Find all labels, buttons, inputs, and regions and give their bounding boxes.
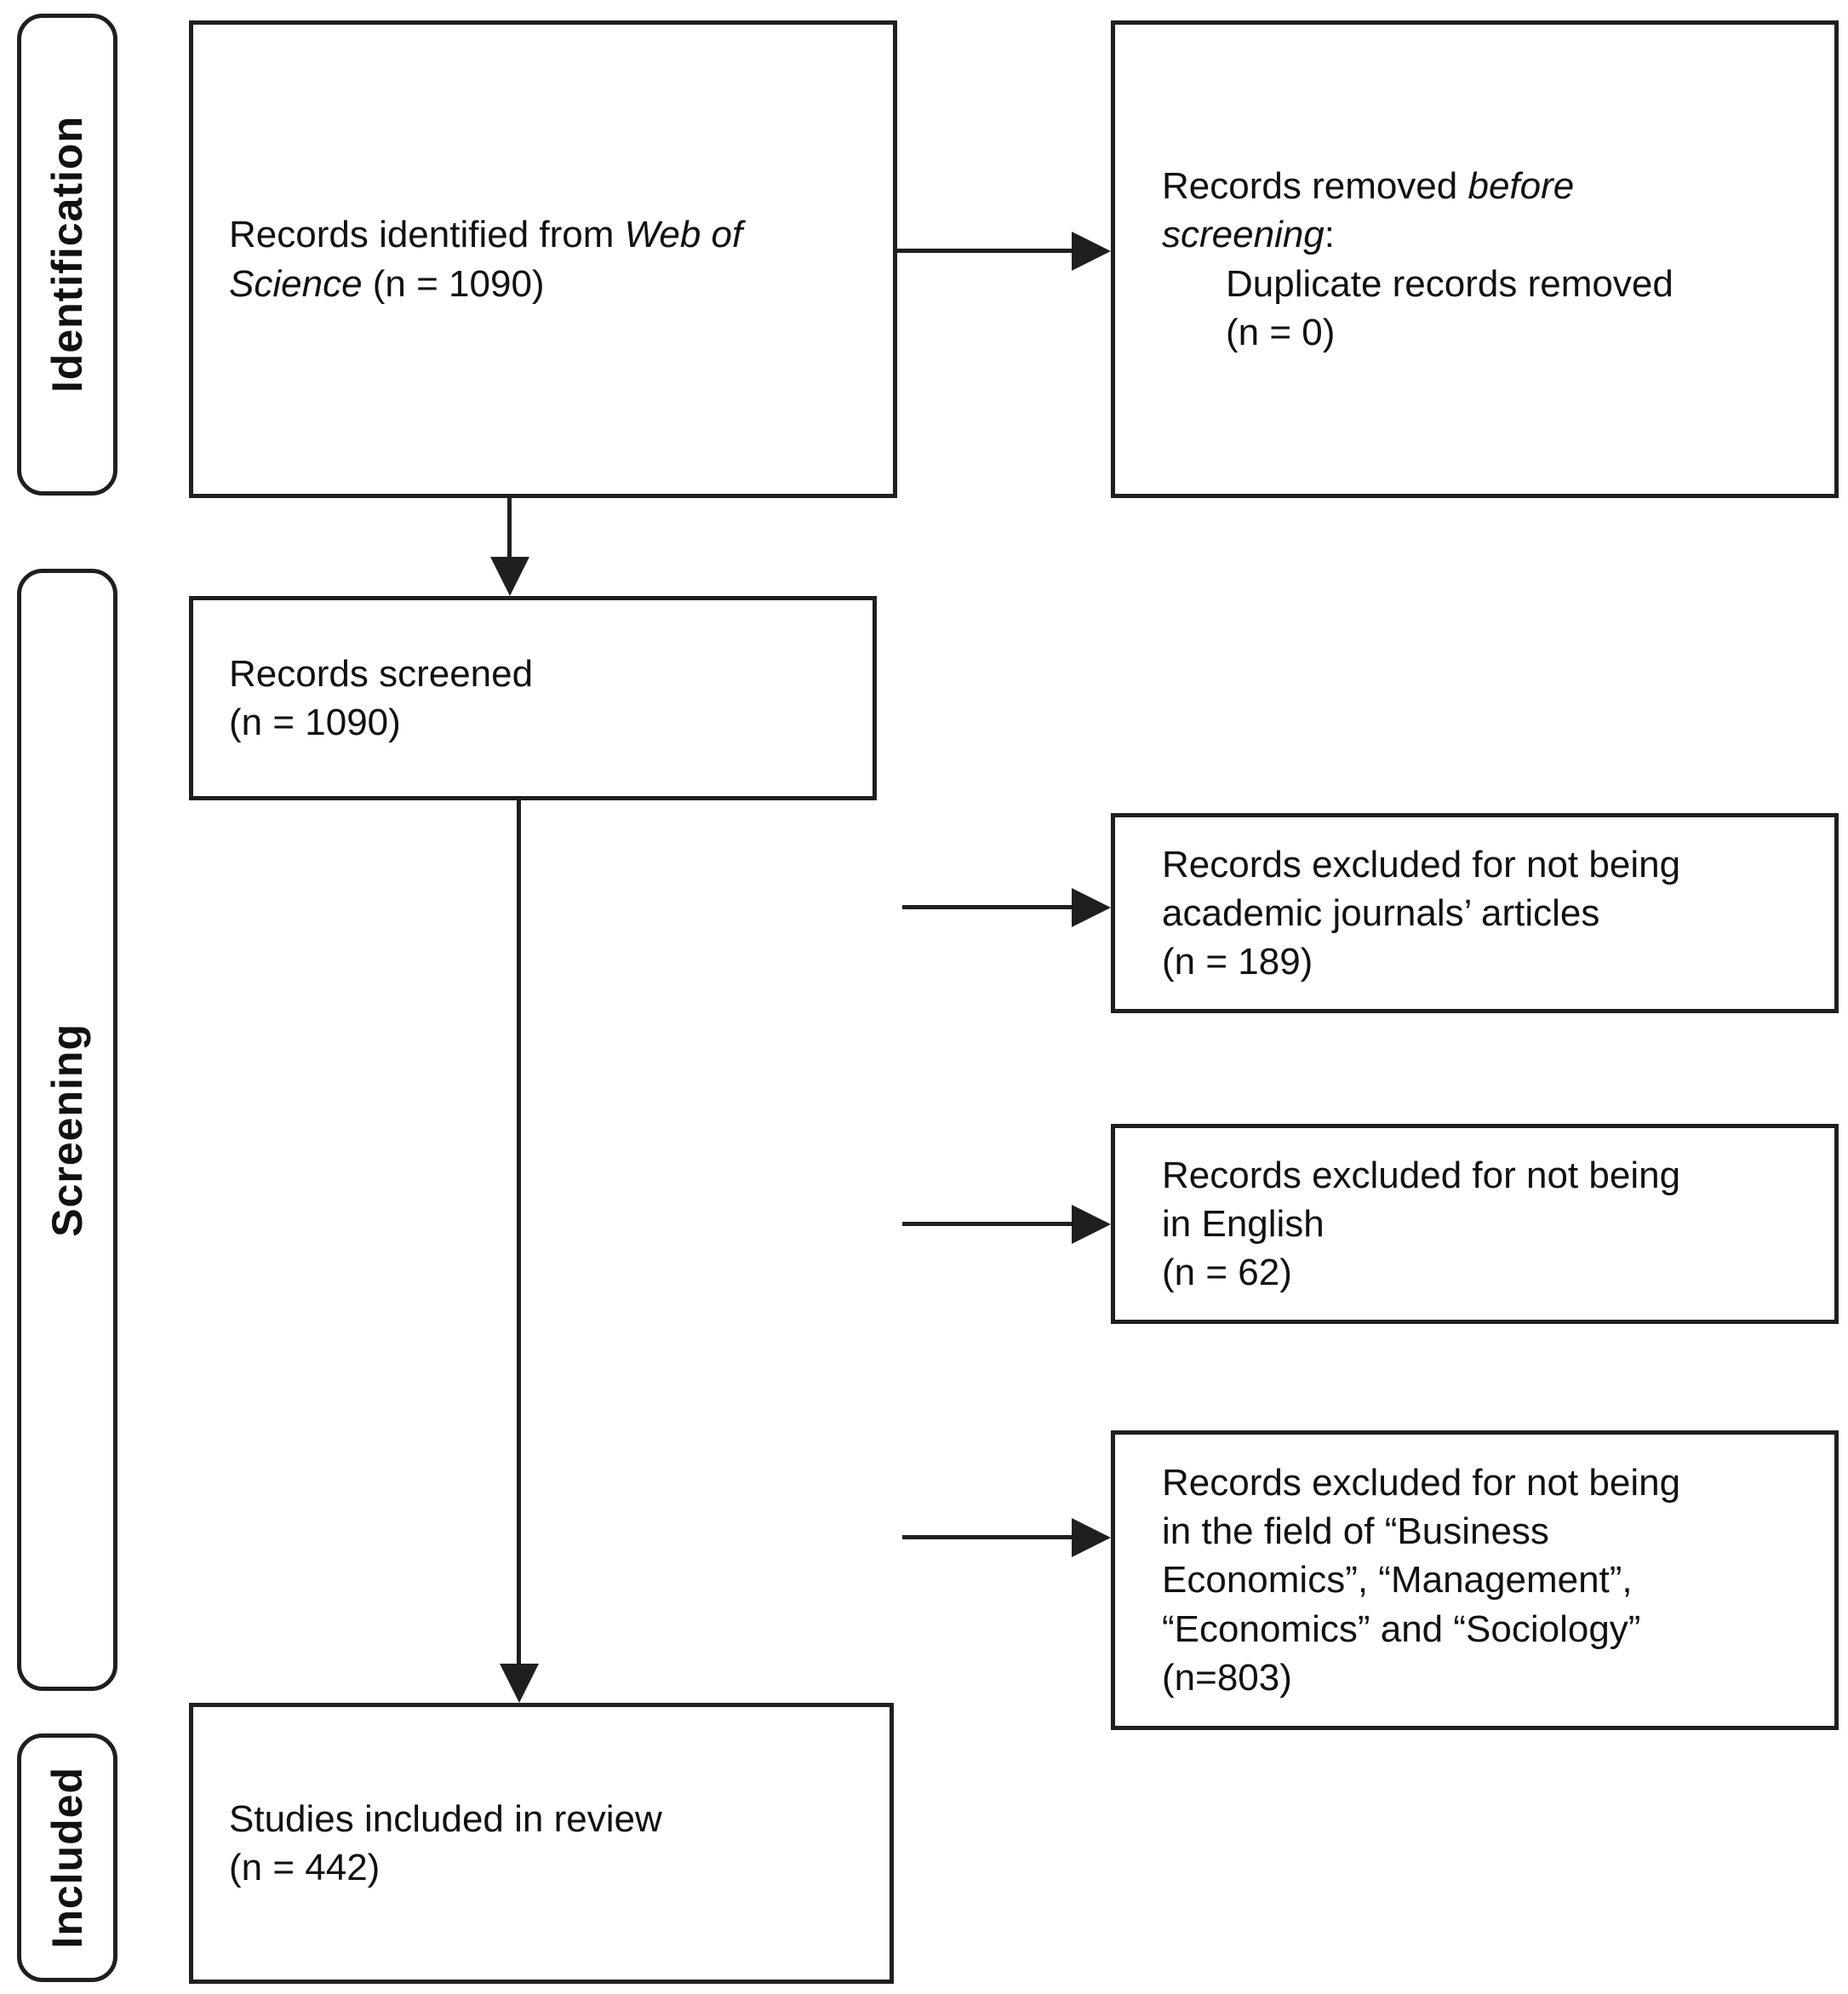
box-records-removed-text: Records removed before screening: Duplic… bbox=[1162, 162, 1673, 357]
arrow-excluded-field-line bbox=[902, 1535, 1072, 1539]
text-segment: Records removed bbox=[1162, 165, 1468, 208]
box-line: Science (n = 1090) bbox=[229, 260, 742, 308]
text-segment-italic: Science bbox=[229, 262, 363, 305]
box-records-identified-text: Records identified from Web of Science (… bbox=[229, 210, 742, 307]
box-line: (n = 189) bbox=[1162, 941, 1313, 983]
box-line: screening: bbox=[1162, 210, 1673, 259]
box-line: (n = 1090) bbox=[229, 702, 401, 743]
arrow-screened-to-included-line bbox=[517, 800, 521, 1664]
arrow-excluded-field-head bbox=[1072, 1518, 1111, 1557]
text-segment: Records identified from bbox=[229, 214, 625, 256]
box-line: Records identified from Web of bbox=[229, 210, 742, 259]
box-line: Records excluded for not being bbox=[1162, 843, 1681, 885]
text-segment: (n = 1090) bbox=[362, 262, 545, 305]
box-studies-included-text: Studies included in review (n = 442) bbox=[229, 1795, 662, 1892]
box-line: Records screened bbox=[229, 652, 534, 695]
stage-included-label: Included bbox=[43, 1767, 91, 1949]
box-line: (n = 62) bbox=[1162, 1252, 1292, 1294]
text-segment-italic: before bbox=[1468, 165, 1575, 208]
arrow-identified-to-removed-head bbox=[1072, 232, 1111, 271]
arrow-excluded-academic-head bbox=[1072, 888, 1111, 927]
text-segment: : bbox=[1324, 214, 1336, 256]
stage-screening-label: Screening bbox=[43, 1023, 91, 1237]
arrow-identified-to-screened-head bbox=[490, 557, 529, 596]
box-line: Records removed before bbox=[1162, 162, 1673, 210]
box-excluded-not-field-text: Records excluded for not being in the fi… bbox=[1162, 1458, 1680, 1702]
box-line: Records excluded for not being bbox=[1162, 1462, 1681, 1504]
arrow-screened-to-included-head bbox=[500, 1664, 539, 1703]
box-line: in the field of “Business bbox=[1162, 1510, 1549, 1553]
box-excluded-not-english: Records excluded for not being in Englis… bbox=[1111, 1124, 1839, 1324]
box-line: Studies included in review bbox=[229, 1797, 662, 1840]
box-records-identified: Records identified from Web of Science (… bbox=[189, 20, 897, 498]
arrow-identified-to-removed-line bbox=[897, 249, 1072, 253]
stage-screening: Screening bbox=[17, 569, 117, 1691]
arrow-excluded-english-head bbox=[1072, 1205, 1111, 1244]
box-records-screened-text: Records screened (n = 1090) bbox=[229, 650, 533, 747]
arrow-identified-to-screened-line bbox=[507, 498, 512, 557]
box-line: “Economics” and “Sociology” bbox=[1162, 1607, 1641, 1650]
box-line: Records excluded for not being bbox=[1162, 1154, 1681, 1196]
box-excluded-not-academic-text: Records excluded for not being academic … bbox=[1162, 840, 1680, 987]
stage-identification-label: Identification bbox=[43, 116, 91, 393]
box-line: (n = 0) bbox=[1226, 311, 1336, 353]
stage-identification: Identification bbox=[17, 14, 117, 496]
box-line: Duplicate records removed bbox=[1226, 262, 1673, 305]
text-segment-italic: Web of bbox=[624, 214, 743, 256]
box-records-screened: Records screened (n = 1090) bbox=[189, 596, 877, 800]
box-studies-included: Studies included in review (n = 442) bbox=[189, 1703, 894, 1984]
box-excluded-not-english-text: Records excluded for not being in Englis… bbox=[1162, 1151, 1680, 1298]
box-line: (n = 442) bbox=[229, 1847, 380, 1888]
box-line: academic journals’ articles bbox=[1162, 891, 1600, 934]
arrow-excluded-academic-line bbox=[902, 905, 1072, 909]
box-excluded-not-academic: Records excluded for not being academic … bbox=[1111, 813, 1839, 1013]
text-segment-italic: screening bbox=[1162, 214, 1324, 256]
box-line: (n=803) bbox=[1162, 1656, 1292, 1699]
box-line: in English bbox=[1162, 1202, 1324, 1245]
box-line: Economics”, “Management”, bbox=[1162, 1559, 1633, 1602]
stage-included: Included bbox=[17, 1733, 117, 1982]
box-excluded-not-field: Records excluded for not being in the fi… bbox=[1111, 1430, 1839, 1730]
arrow-excluded-english-line bbox=[902, 1222, 1072, 1226]
box-records-removed: Records removed before screening: Duplic… bbox=[1111, 20, 1839, 498]
